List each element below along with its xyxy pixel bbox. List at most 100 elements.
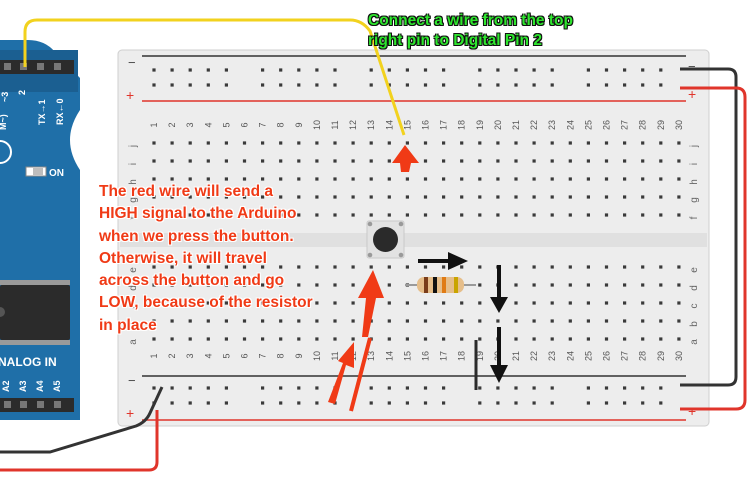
breadboard-hole (261, 159, 265, 163)
breadboard-hole (623, 159, 627, 163)
breadboard-hole (242, 283, 247, 287)
breadboard-hole (568, 301, 572, 305)
breadboard-hole (514, 213, 518, 217)
breadboard-hole (586, 265, 590, 269)
column-number: 15 (402, 120, 412, 130)
column-number: 23 (547, 120, 557, 130)
breadboard-hole (568, 195, 572, 199)
analog-header-pins (4, 401, 61, 408)
arduino-pin-label: 2 (17, 90, 27, 95)
breadboard-hole (641, 401, 645, 405)
breadboard-hole (261, 319, 265, 323)
column-number: 30 (674, 120, 684, 130)
breadboard-hole (641, 68, 645, 72)
breadboard-hole (206, 337, 210, 341)
breadboard-hole (550, 195, 554, 199)
row-letter: c (128, 304, 139, 309)
breadboard-hole (261, 265, 265, 269)
breadboard-hole (568, 177, 572, 181)
breadboard-hole (333, 265, 337, 269)
row-letter: g (689, 197, 700, 203)
column-number: 7 (258, 353, 268, 358)
breadboard-hole (405, 401, 409, 405)
breadboard-hole (297, 319, 301, 323)
breadboard-hole (568, 265, 572, 269)
column-number: 23 (547, 351, 557, 361)
breadboard-hole (604, 141, 609, 145)
breadboard-hole (478, 141, 482, 145)
breadboard-hole (496, 68, 500, 72)
breadboard-hole (188, 301, 192, 305)
breadboard-hole (442, 213, 446, 217)
column-number: 2 (167, 353, 177, 358)
breadboard-hole (496, 213, 500, 217)
breadboard-hole (442, 401, 446, 405)
column-number: 27 (620, 351, 630, 361)
breadboard-hole (623, 283, 627, 287)
column-number: 29 (656, 120, 666, 130)
top-annotation: Connect a wire from the top right pin to… (368, 11, 573, 51)
breadboard-hole (170, 319, 174, 323)
header-pin (37, 401, 44, 408)
breadboard-hole (550, 83, 554, 87)
breadboard-hole (423, 401, 428, 405)
column-number: 10 (312, 351, 322, 361)
breadboard-hole (623, 195, 627, 199)
breadboard-hole (641, 301, 645, 305)
breadboard-hole (478, 301, 482, 305)
column-number: 29 (656, 351, 666, 361)
annotation-arrows (328, 145, 508, 412)
breadboard-hole (532, 195, 536, 199)
breadboard-hole (514, 283, 518, 287)
column-number: 7 (258, 122, 268, 127)
breadboard-hole (242, 159, 247, 163)
breadboard-hole (297, 195, 301, 199)
breadboard-hole (442, 386, 446, 390)
column-number: 11 (330, 120, 340, 129)
breadboard-hole (677, 141, 681, 145)
breadboard-hole (405, 386, 409, 390)
breadboard-hole (423, 68, 428, 72)
breadboard-hole (333, 337, 337, 341)
breadboard-hole (442, 319, 446, 323)
breadboard-hole (677, 301, 681, 305)
breadboard-hole (387, 386, 391, 390)
breadboard-hole (224, 195, 228, 199)
breadboard-hole (242, 195, 247, 199)
breadboard-hole (206, 159, 210, 163)
breadboard-hole (351, 141, 355, 145)
row-letter: f (689, 216, 700, 219)
breadboard-hole (586, 301, 590, 305)
breadboard-hole (514, 386, 518, 390)
column-number: 21 (511, 120, 521, 130)
breadboard-hole (423, 177, 428, 181)
breadboard-hole (242, 301, 247, 305)
breadboard-hole (315, 319, 319, 323)
breadboard-hole (387, 265, 391, 269)
breadboard-hole (532, 337, 536, 341)
breadboard-hole (623, 265, 627, 269)
breadboard-hole (568, 141, 572, 145)
breadboard-hole (315, 141, 319, 145)
breadboard-hole (659, 83, 663, 87)
breadboard-hole (152, 141, 156, 145)
breadboard-hole (242, 319, 247, 323)
breadboard-hole (261, 68, 265, 72)
column-number: 9 (294, 122, 304, 127)
breadboard-hole (279, 283, 283, 287)
breadboard-hole (261, 213, 265, 217)
breadboard-hole (170, 213, 174, 217)
breadboard-hole (224, 213, 228, 217)
breadboard-hole (478, 159, 482, 163)
breadboard-hole (315, 159, 319, 163)
black-arrow-right-icon (418, 252, 468, 270)
breadboard-hole (297, 68, 301, 72)
breadboard-hole (659, 319, 663, 323)
breadboard-hole (279, 386, 283, 390)
breadboard-hole (206, 386, 210, 390)
top-annotation-line: right pin to Digital Pin 2 (368, 32, 542, 49)
breadboard-hole (170, 337, 174, 341)
breadboard-hole (315, 83, 319, 87)
side-annotation-line: HIGH signal to the Arduino (99, 205, 297, 223)
breadboard-hole (315, 401, 319, 405)
